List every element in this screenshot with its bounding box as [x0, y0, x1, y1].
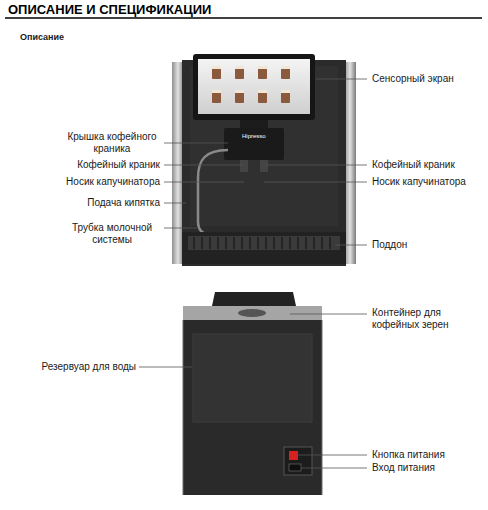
part-label: Кнопка питания: [372, 449, 445, 461]
page-title: ОПИСАНИЕ И СПЕЦИФИКАЦИИ: [8, 2, 211, 17]
part-label: Вход питания: [372, 462, 435, 474]
part-label: Крышка кофейного краника: [64, 131, 160, 155]
part-label: Носик капучинатора: [372, 176, 466, 188]
part-label: Трубка молочной системы: [64, 222, 160, 246]
part-label: Резервуар для воды: [42, 361, 136, 373]
part-label: Контейнер для кофейных зерен: [372, 307, 464, 331]
part-label: Носик капучинатора: [66, 176, 160, 188]
part-label: Кофейный краник: [372, 159, 455, 171]
part-label: Поддон: [372, 239, 407, 251]
part-label: Сенсорный экран: [372, 73, 454, 85]
part-label: Кофейный краник: [77, 159, 160, 171]
brand-logo: Hipresso: [242, 132, 266, 140]
section-heading: Описание: [20, 32, 64, 43]
part-label: Подача кипятка: [87, 197, 160, 209]
